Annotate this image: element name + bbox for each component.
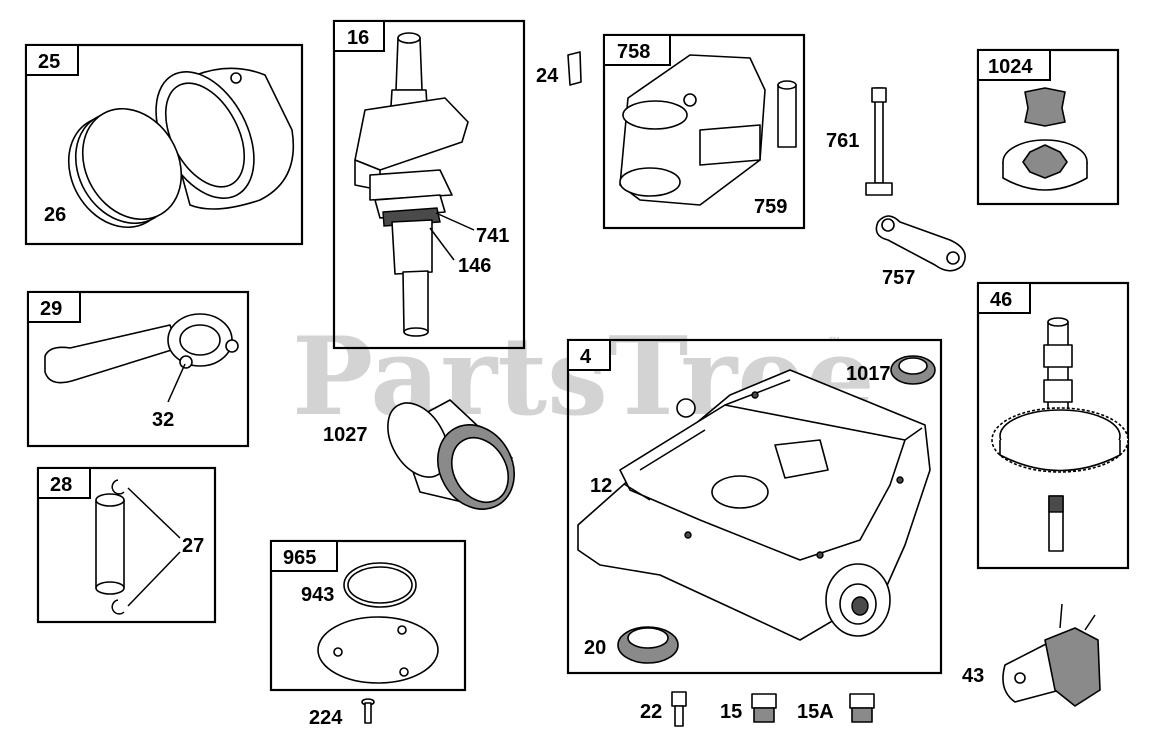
assembly-tag: 1024 bbox=[988, 56, 1033, 78]
assembly-tag-box bbox=[567, 339, 611, 371]
link-hole-icon bbox=[946, 251, 960, 265]
leader-27 bbox=[127, 487, 181, 539]
label-12: 12 bbox=[590, 475, 612, 497]
crankcase-cover-icon bbox=[577, 369, 931, 641]
bolt-icon bbox=[671, 691, 687, 727]
assembly-tag-box bbox=[25, 44, 79, 76]
assembly-tag-box bbox=[603, 34, 671, 66]
assembly-46[interactable]: 46 bbox=[976, 281, 1130, 570]
assembly-frame bbox=[566, 338, 943, 675]
leader-12 bbox=[623, 483, 651, 501]
piston-rings-icon bbox=[67, 107, 183, 229]
assembly-25[interactable]: 25 26 bbox=[24, 43, 304, 246]
assembly-frame bbox=[26, 290, 250, 448]
oil-seal-icon bbox=[890, 355, 936, 385]
assembly-4[interactable]: 4 1017 12 20 bbox=[566, 338, 943, 675]
retaining-clip-icon bbox=[111, 599, 125, 615]
assembly-29[interactable]: 29 32 bbox=[26, 290, 250, 448]
assembly-frame bbox=[332, 19, 526, 350]
retaining-clip-icon bbox=[111, 479, 125, 495]
part-757[interactable]: 757 bbox=[875, 215, 966, 289]
link-hole-icon bbox=[881, 218, 895, 232]
key-icon bbox=[567, 51, 582, 86]
governor-linkage-icon bbox=[1002, 603, 1101, 707]
assembly-tag: 4 bbox=[580, 346, 592, 368]
link-icon bbox=[875, 215, 966, 272]
label-224: 224 bbox=[309, 707, 343, 729]
assembly-frame bbox=[24, 43, 304, 246]
label-1017: 1017 bbox=[846, 363, 891, 385]
assembly-tag-box bbox=[977, 282, 1031, 314]
wrist-pin-icon bbox=[95, 493, 125, 595]
label-759: 759 bbox=[754, 196, 787, 218]
label-32: 32 bbox=[152, 409, 174, 431]
assembly-1024[interactable]: 1024 bbox=[976, 48, 1120, 206]
assembly-frame bbox=[36, 466, 217, 624]
assembly-tag: 965 bbox=[283, 547, 316, 569]
crankshaft-icon bbox=[354, 32, 469, 337]
assembly-28[interactable]: 28 27 bbox=[36, 466, 217, 624]
leader-32 bbox=[167, 363, 186, 403]
bolt-icon bbox=[865, 87, 893, 196]
label-22: 22 bbox=[640, 701, 662, 723]
part-1027[interactable]: 1027 bbox=[323, 392, 529, 523]
camshaft-gear-icon bbox=[991, 317, 1129, 552]
assembly-tag: 28 bbox=[50, 474, 72, 496]
assembly-tag-box bbox=[977, 49, 1051, 81]
part-24[interactable]: 24 bbox=[536, 51, 582, 87]
seal-ring-icon bbox=[617, 626, 679, 664]
part-224[interactable]: 224 bbox=[309, 698, 375, 729]
connecting-rod-icon bbox=[44, 313, 239, 384]
label-43: 43 bbox=[962, 665, 984, 687]
label-26: 26 bbox=[44, 204, 66, 226]
assembly-758[interactable]: 758 759 bbox=[602, 33, 806, 230]
oil-filter-icon bbox=[387, 399, 515, 510]
label-15: 15 bbox=[720, 701, 742, 723]
label-761: 761 bbox=[826, 130, 859, 152]
assembly-frame bbox=[976, 281, 1130, 570]
o-ring-inner-icon bbox=[347, 566, 413, 604]
label-27: 27 bbox=[182, 535, 204, 557]
assembly-frame bbox=[269, 539, 467, 692]
rotor-icon bbox=[1002, 87, 1088, 191]
label-1027: 1027 bbox=[323, 424, 368, 446]
leader-741 bbox=[435, 212, 475, 231]
assembly-frame bbox=[602, 33, 806, 230]
plug-icon bbox=[751, 693, 777, 723]
screw-icon bbox=[361, 698, 375, 724]
assembly-tag-box bbox=[27, 291, 81, 323]
assembly-tag-box bbox=[37, 467, 91, 499]
plug-icon bbox=[849, 693, 875, 723]
assembly-965[interactable]: 965 943 bbox=[269, 539, 467, 692]
assembly-tag: 25 bbox=[38, 51, 60, 73]
label-943: 943 bbox=[301, 584, 334, 606]
assembly-tag-box bbox=[270, 540, 338, 572]
label-757: 757 bbox=[882, 267, 915, 289]
bracket-icon bbox=[619, 54, 766, 206]
pin-icon bbox=[777, 80, 797, 148]
assembly-tag-box bbox=[333, 20, 385, 52]
label-741: 741 bbox=[476, 225, 509, 247]
piston-icon bbox=[155, 67, 295, 210]
part-15a[interactable]: 15A bbox=[797, 693, 875, 723]
part-22[interactable]: 22 bbox=[640, 691, 687, 727]
leader-27 bbox=[127, 551, 181, 607]
assembly-tag: 29 bbox=[40, 298, 62, 320]
label-146: 146 bbox=[458, 255, 491, 277]
leader-146 bbox=[429, 227, 455, 261]
part-761[interactable]: 761 bbox=[826, 87, 893, 196]
label-15a: 15A bbox=[797, 701, 834, 723]
assembly-tag: 758 bbox=[617, 41, 650, 63]
assembly-tag: 16 bbox=[347, 27, 369, 49]
assembly-16[interactable]: 16 741 146 bbox=[332, 19, 526, 350]
plate-gasket-icon bbox=[317, 616, 439, 684]
part-15[interactable]: 15 bbox=[720, 693, 777, 723]
label-20: 20 bbox=[584, 637, 606, 659]
part-43[interactable]: 43 bbox=[962, 603, 1101, 707]
assembly-tag: 46 bbox=[990, 289, 1012, 311]
label-24: 24 bbox=[536, 65, 559, 87]
